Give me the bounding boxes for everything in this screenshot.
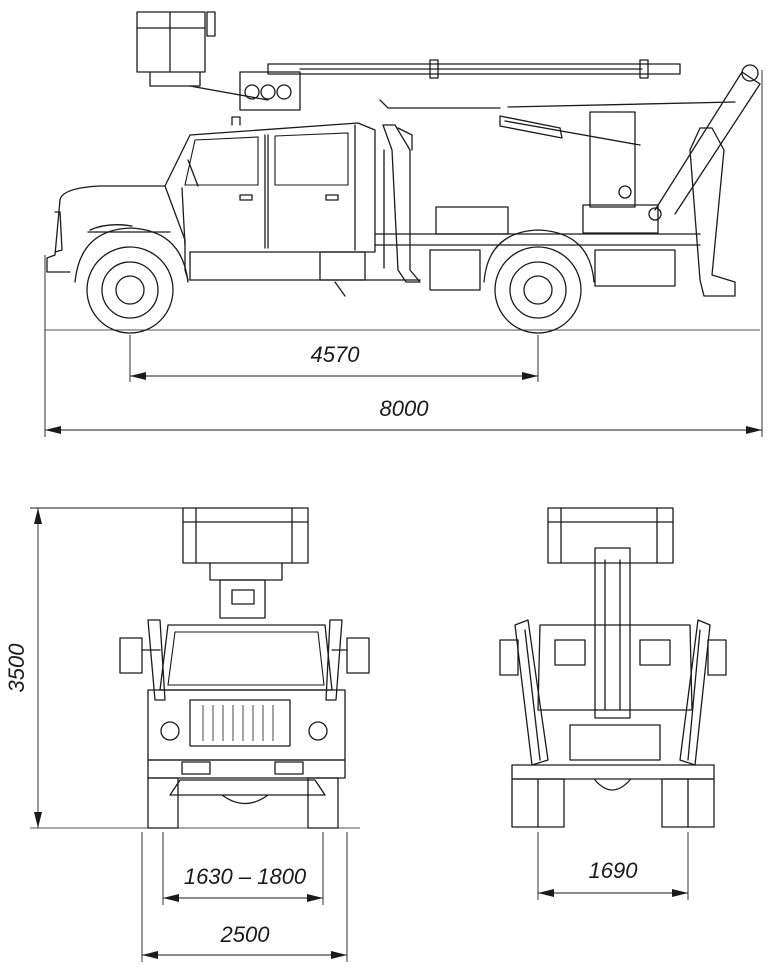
telescopic-boom	[267, 59, 761, 215]
overall-width-dimension: 2500	[141, 832, 348, 962]
overall-length-label: 8000	[380, 396, 430, 421]
front-track-label: 1630 – 1800	[184, 864, 307, 889]
front-outrigger	[382, 124, 421, 283]
grille-bars	[202, 705, 274, 741]
crew-cab	[164, 116, 421, 281]
front-track-dimension: 1630 – 1800	[162, 832, 324, 905]
front-view: 3500 1630 – 1800 2500	[4, 507, 370, 962]
hood	[46, 185, 189, 281]
overall-height-label: 3500	[4, 643, 29, 693]
turret	[507, 101, 736, 234]
chassis-frame	[319, 206, 701, 297]
side-view: 4570 8000	[44, 11, 763, 437]
overall-height-dimension: 3500	[4, 507, 183, 828]
wheelbase-label: 4570	[311, 342, 361, 367]
rear-view: 1690	[499, 507, 727, 900]
overall-width-label: 2500	[220, 922, 271, 947]
rear-track-dimension: 1690	[537, 832, 689, 900]
overall-length-dimension: 8000	[44, 70, 763, 437]
rear-wheel	[483, 229, 595, 334]
basket	[136, 11, 301, 111]
wheelbase-dimension: 4570	[129, 335, 539, 382]
front-wheel	[74, 227, 189, 334]
rear-outrigger	[689, 127, 736, 297]
rear-track-label: 1690	[589, 858, 639, 883]
